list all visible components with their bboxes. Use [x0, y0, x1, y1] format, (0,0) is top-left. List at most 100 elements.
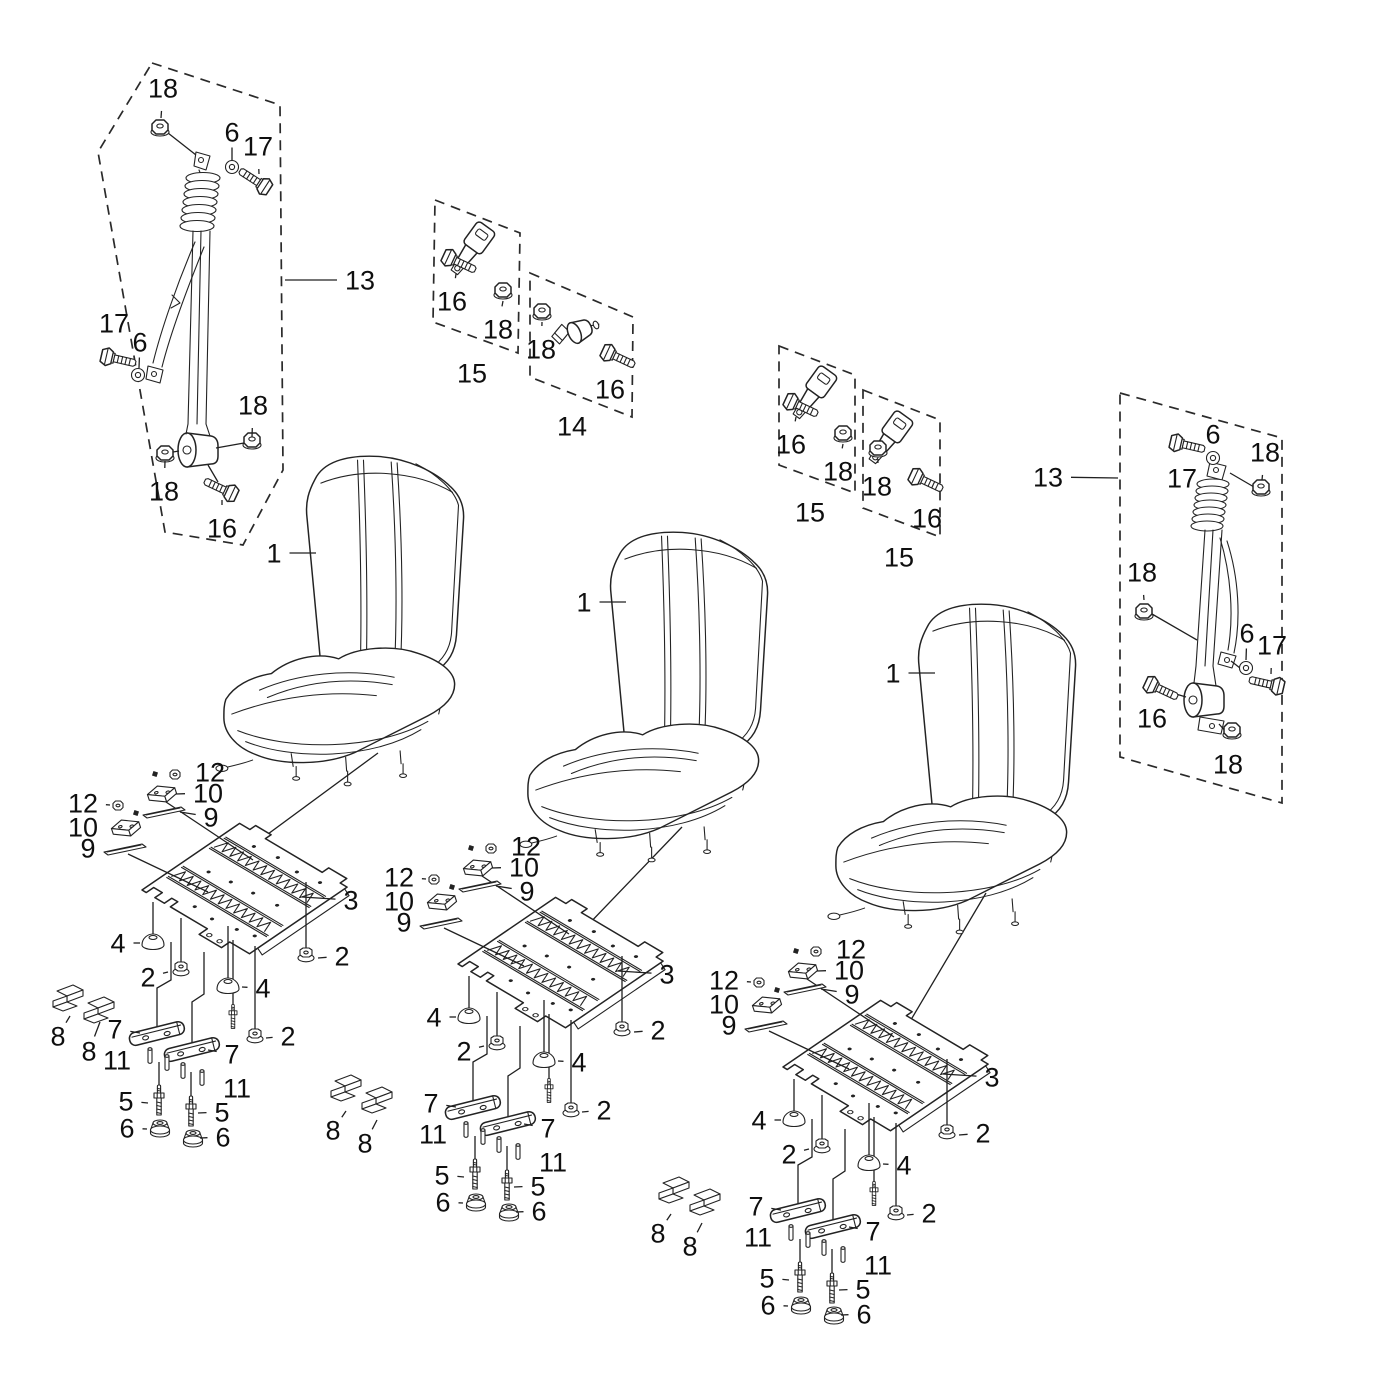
callout-label-5-part-6: 6	[132, 328, 147, 358]
callout-leader-88	[906, 1213, 914, 1216]
callout-leader-44	[265, 1036, 273, 1039]
callout-leader-19	[841, 443, 844, 449]
callout-label-4-part-17: 17	[99, 309, 129, 339]
callout-label-16-part-16: 16	[595, 375, 625, 405]
callout-leader-64	[633, 1030, 643, 1033]
bolt-icon	[1246, 670, 1287, 698]
callout-label-54-part-8: 8	[81, 1037, 96, 1067]
callout-label-30-part-17: 17	[1257, 631, 1287, 661]
callout-label-48-part-11: 11	[223, 1074, 251, 1104]
clip-icon	[658, 1176, 690, 1204]
nut-icon	[1251, 479, 1271, 497]
callout-label-78-part-10: 10	[834, 956, 864, 986]
callout-leader-18	[794, 416, 797, 422]
buckle-box-15c	[862, 388, 941, 539]
callout-leader-71	[457, 1175, 465, 1178]
callout-label-95-part-5: 5	[855, 1275, 870, 1305]
callout-label-20-part-15: 15	[795, 498, 825, 528]
callout-label-59-part-10: 10	[384, 887, 414, 917]
callout-label-26-part-17: 17	[1167, 464, 1197, 494]
callout-label-39-part-3: 3	[343, 886, 358, 916]
callout-label-60-part-9: 9	[396, 908, 411, 938]
callout-leader-13	[501, 300, 504, 307]
callout-label-7-part-18: 18	[149, 477, 179, 507]
callout-label-62-part-4: 4	[426, 1003, 441, 1033]
callout-label-91-part-7: 7	[865, 1217, 880, 1247]
bolt-icon	[1140, 673, 1182, 706]
nut-icon	[1222, 722, 1242, 740]
callout-label-22-part-16: 16	[912, 504, 942, 534]
callout-label-94-part-6: 6	[760, 1291, 775, 1321]
callout-label-55-part-12: 12	[511, 832, 541, 862]
callout-leader-69	[523, 1123, 533, 1127]
callout-label-2-part-17: 17	[243, 132, 273, 162]
callout-leader-54	[93, 1021, 101, 1037]
callout-leader-42	[317, 956, 327, 959]
seat-middle	[519, 531, 769, 863]
callout-label-29-part-6: 6	[1239, 619, 1254, 649]
callout-label-76-part-8: 8	[357, 1129, 372, 1159]
callout-label-89-part-7: 7	[748, 1192, 763, 1222]
callout-label-79-part-9: 9	[844, 980, 859, 1010]
callout-label-41-part-2: 2	[140, 963, 155, 993]
callout-label-18-part-16: 16	[776, 430, 806, 460]
callout-label-0-part-18: 18	[148, 74, 178, 104]
callout-label-43-part-4: 4	[255, 974, 270, 1004]
callout-label-69-part-7: 7	[540, 1114, 555, 1144]
clip-icons	[52, 984, 721, 1216]
callout-leader-57	[495, 885, 512, 890]
callout-leader-27	[1261, 474, 1264, 481]
callout-label-82-part-9: 9	[721, 1011, 736, 1041]
callout-leader-45	[130, 1030, 141, 1034]
dashed-group-boxes	[97, 61, 1283, 805]
callout-label-40-part-4: 4	[110, 929, 125, 959]
nut-icon	[155, 445, 175, 463]
callout-leader-35	[179, 811, 196, 816]
washer-icon	[1205, 450, 1221, 466]
callout-label-19-part-18: 18	[823, 457, 853, 487]
callout-label-49-part-5: 5	[118, 1087, 133, 1117]
callout-leader-53	[65, 1015, 71, 1024]
callout-label-67-part-7: 7	[423, 1089, 438, 1119]
callout-label-42-part-2: 2	[334, 942, 349, 972]
callout-label-87-part-4: 4	[896, 1151, 911, 1181]
callout-label-32-part-18: 18	[1213, 750, 1243, 780]
clip-icon	[52, 984, 84, 1012]
clip-icon	[330, 1074, 362, 1102]
callout-label-52-part-6: 6	[215, 1123, 230, 1153]
washer-icon	[224, 159, 240, 175]
callout-label-61-part-3: 3	[659, 960, 674, 990]
clip-icon	[689, 1188, 721, 1216]
callout-label-58-part-12: 12	[384, 863, 414, 893]
nut-icon	[833, 425, 853, 443]
callout-label-36-part-12: 12	[68, 789, 98, 819]
callout-label-83-part-3: 3	[984, 1063, 999, 1093]
belt-roller-icon	[548, 309, 604, 353]
callout-leader-49	[141, 1101, 149, 1104]
callout-leader-86	[958, 1133, 968, 1136]
callout-label-46-part-11: 11	[103, 1046, 131, 1076]
buckle-box-15a	[432, 198, 521, 355]
callout-label-74-part-6: 6	[531, 1197, 546, 1227]
callout-label-25-part-6: 6	[1205, 420, 1220, 450]
callout-label-31-part-16: 16	[1137, 704, 1167, 734]
nut-icon	[1134, 603, 1154, 621]
callout-label-3-part-13: 13	[345, 266, 375, 296]
buckle-box-15b	[778, 344, 856, 495]
bolt-icon	[1167, 431, 1208, 459]
belt-assembly-box-right	[1119, 391, 1283, 805]
callout-leader-67	[446, 1104, 457, 1108]
callout-label-1-part-6: 6	[224, 118, 239, 148]
callout-label-11-part-1: 1	[885, 659, 900, 689]
callout-label-57-part-9: 9	[519, 877, 534, 907]
callout-leader-83	[942, 1073, 977, 1077]
callout-leader-97	[666, 1213, 672, 1221]
callout-label-8-part-16: 16	[207, 514, 237, 544]
callout-leader-76	[371, 1119, 378, 1130]
callout-label-92-part-11: 11	[864, 1251, 892, 1281]
nut-icon	[493, 282, 513, 300]
callout-label-96-part-6: 6	[856, 1300, 871, 1330]
seat-belt-assembly-left	[145, 132, 245, 483]
callout-label-85-part-2: 2	[781, 1140, 796, 1170]
